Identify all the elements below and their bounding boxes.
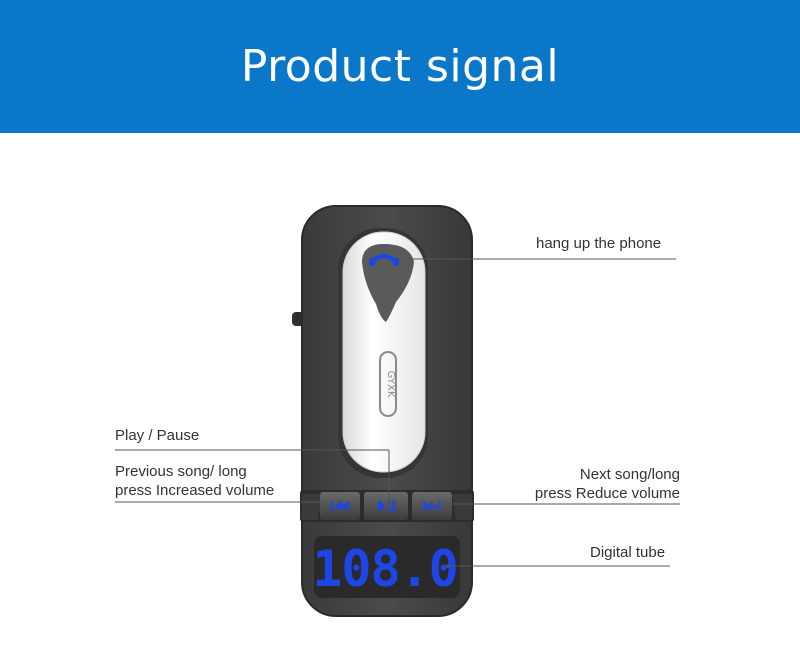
digital-display: 108.0 <box>312 540 458 598</box>
brand-logo-text: GYXK <box>385 371 396 398</box>
page-title: Product signal <box>240 41 560 92</box>
callout-play-pause: Play / Pause <box>115 427 200 444</box>
leader-hangup-dot <box>406 257 410 261</box>
prev-track-icon <box>331 501 349 511</box>
right-wing <box>452 494 472 520</box>
leader-next-dot <box>430 502 434 506</box>
callout-next-line1: Next song/long <box>579 466 680 483</box>
leader-prev-dot <box>336 500 340 504</box>
display-panel <box>314 536 460 598</box>
phone-icon-end-left <box>369 258 375 266</box>
callout-next-line2: press Reduce volume <box>534 485 680 502</box>
callout-previous-line2: press Increased volume <box>115 482 275 499</box>
left-wing <box>302 494 322 520</box>
callout-next: Next song/long press Reduce volume <box>535 465 680 503</box>
leader-play-dot <box>387 504 391 508</box>
callout-previous-line1: Previous song/ long <box>115 463 247 480</box>
header-banner: Product signal <box>0 0 800 133</box>
phone-icon-end-right <box>393 258 399 266</box>
callout-hang-up: hang up the phone <box>536 235 662 252</box>
leader-digital-dot <box>446 564 450 568</box>
brand-logo <box>379 351 397 417</box>
callout-digital-tube: Digital tube <box>590 544 666 561</box>
callout-previous: Previous song/ long press Increased volu… <box>115 462 274 500</box>
